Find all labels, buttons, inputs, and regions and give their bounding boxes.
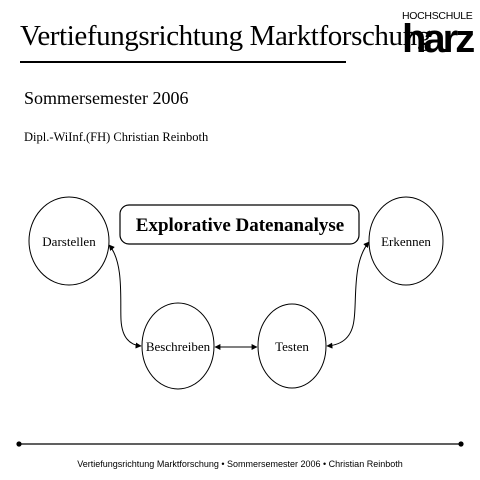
author-line: Dipl.-WiInf.(FH) Christian Reinboth [24, 130, 209, 144]
arrow-darstellen-beschreiben [108, 244, 142, 349]
node-beschreiben [141, 302, 215, 390]
node-darstellen-label: Darstellen [42, 234, 96, 249]
title-underline [20, 61, 346, 63]
node-testen-label: Testen [275, 339, 309, 354]
node-darstellen [28, 196, 110, 286]
arrow-testen-erkennen [326, 241, 370, 349]
logo-small-text: HOCHSCHULE [402, 10, 473, 22]
heading-box [119, 204, 360, 245]
slide-title: Vertiefungsrichtung Marktforschung [20, 20, 431, 52]
hochschule-harz-logo: HOCHSCHULE harz [402, 10, 475, 61]
heading-text: Explorative Datenanalyse [136, 215, 344, 236]
node-erkennen-label: Erkennen [381, 234, 431, 249]
semester-line: Sommersemester 2006 [24, 88, 189, 108]
node-testen [257, 303, 327, 389]
footer-divider [16, 441, 464, 447]
node-erkennen [368, 196, 444, 286]
node-beschreiben-label: Beschreiben [146, 339, 211, 354]
logo-big-text: harz [402, 17, 475, 61]
footer-text: Vertiefungsrichtung Marktforschung • Som… [77, 459, 403, 469]
